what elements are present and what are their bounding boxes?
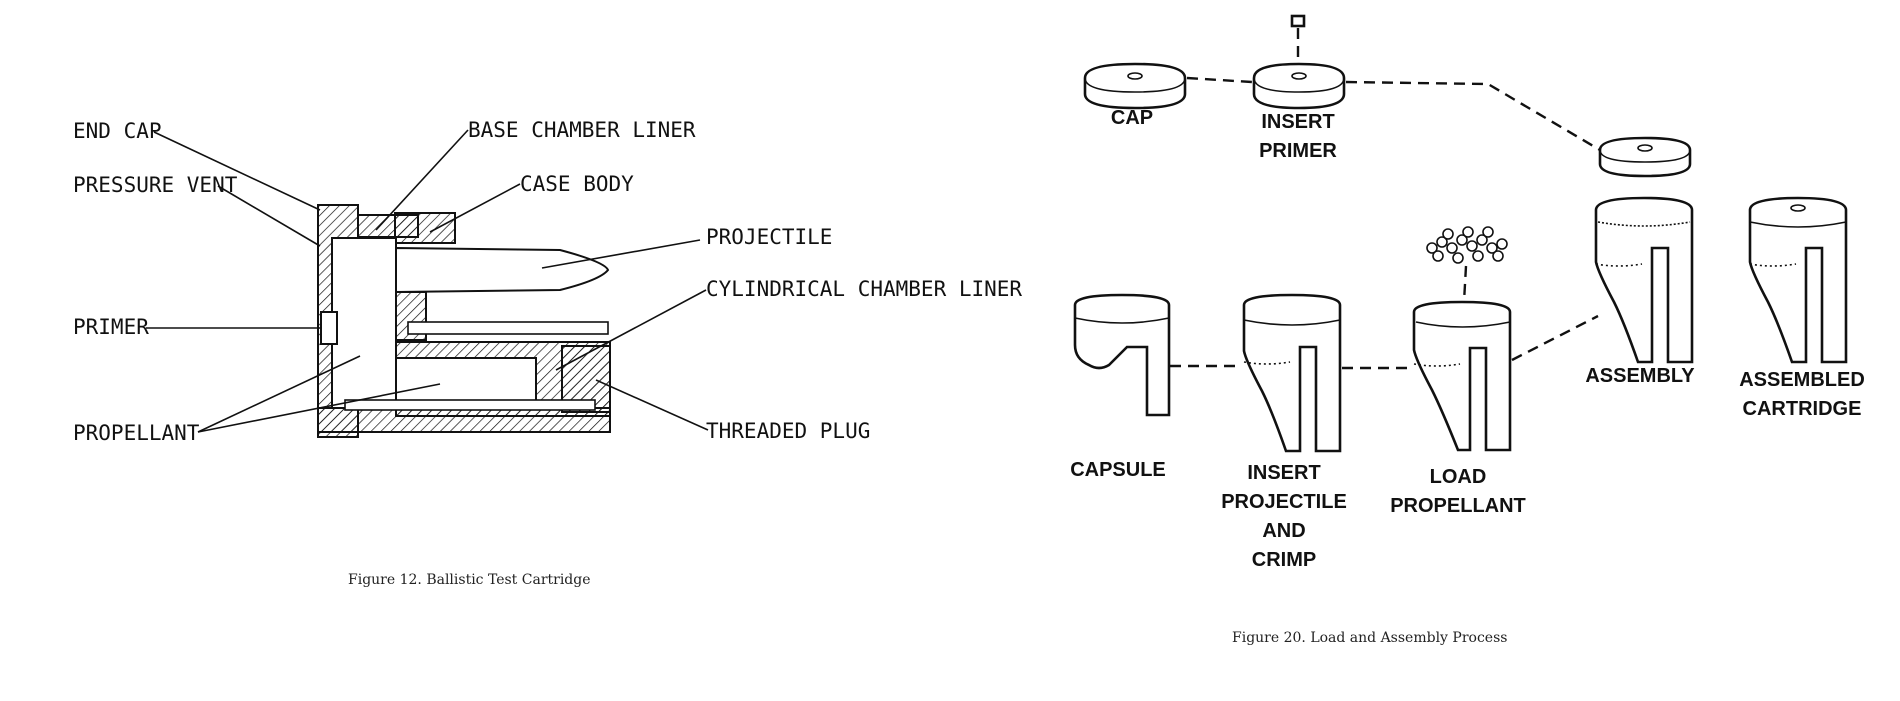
label-insert-projectile-1: INSERT bbox=[1247, 462, 1320, 484]
case-body-leader bbox=[429, 183, 521, 233]
label-end-cap: END CAP bbox=[73, 119, 162, 143]
label-propellant: PROPELLANT bbox=[73, 421, 200, 445]
label-load-propellant-1: LOAD bbox=[1430, 466, 1487, 488]
propellant-leader-2 bbox=[197, 383, 441, 433]
cap-to-primer-line bbox=[1186, 76, 1253, 84]
label-assembled-cartridge-2: CARTRIDGE bbox=[1743, 398, 1862, 420]
label-capsule: CAPSULE bbox=[1070, 459, 1166, 481]
label-cylindrical-chamber-liner: CYLINDRICAL CHAMBER LINER bbox=[706, 277, 1022, 301]
projectile-shape bbox=[395, 246, 610, 294]
inner-chamber bbox=[331, 237, 397, 409]
gap-slot bbox=[407, 321, 609, 335]
insert-projectile-part-shape bbox=[1242, 293, 1342, 453]
cylindrical-chamber-liner-leader bbox=[555, 289, 707, 371]
assembly-part-shape bbox=[1594, 196, 1694, 364]
projectile-leader bbox=[541, 239, 701, 269]
label-assembled-cartridge-1: ASSEMBLED bbox=[1739, 369, 1865, 391]
label-primer: PRIMER bbox=[73, 315, 149, 339]
cap-part-shape bbox=[1083, 62, 1187, 110]
load-propellant-part-shape bbox=[1412, 300, 1512, 452]
label-insert-projectile-3: AND bbox=[1262, 520, 1305, 542]
cylindrical-chamber-liner-inner bbox=[395, 357, 537, 403]
bottom-liner-strip bbox=[344, 399, 596, 411]
threaded-plug-leader bbox=[595, 379, 709, 431]
primer-part-shape bbox=[1290, 14, 1306, 28]
propellant-granules bbox=[1426, 226, 1508, 264]
figure-20-assembly-diagram: CAP INSERT PRIMER CAPSULE INSERT PROJECT… bbox=[1070, 14, 1865, 646]
label-pressure-vent: PRESSURE VENT bbox=[73, 173, 238, 197]
label-projectile: PROJECTILE bbox=[706, 225, 832, 249]
base-chamber-liner-leader bbox=[375, 129, 469, 231]
end-cap-leader bbox=[153, 131, 321, 211]
assembled-cartridge-part-shape bbox=[1748, 196, 1848, 364]
assembly-cap-part-shape bbox=[1598, 136, 1692, 178]
label-insert-primer-2: PRIMER bbox=[1259, 140, 1337, 162]
label-insert-projectile-4: CRIMP bbox=[1252, 549, 1316, 571]
figure-12-cartridge-diagram: END CAP PRESSURE VENT PRIMER PROPELLANT … bbox=[73, 118, 1022, 588]
propellant-to-assembly-line bbox=[1511, 314, 1599, 362]
label-base-chamber-liner: BASE CHAMBER LINER bbox=[468, 118, 696, 142]
case-body-shape bbox=[394, 212, 456, 244]
insert-primer-part-shape bbox=[1252, 62, 1346, 110]
label-threaded-plug: THREADED PLUG bbox=[706, 419, 870, 443]
label-cap: CAP bbox=[1111, 107, 1153, 129]
primer-shape bbox=[320, 311, 338, 345]
label-assembly: ASSEMBLY bbox=[1585, 365, 1695, 387]
label-insert-primer-1: INSERT bbox=[1261, 111, 1334, 133]
label-load-propellant-2: PROPELLANT bbox=[1390, 495, 1526, 517]
primer-to-assembly-line bbox=[1345, 80, 1601, 152]
granules-drop-line bbox=[1462, 265, 1468, 303]
capsule-part-shape bbox=[1073, 293, 1171, 417]
label-insert-projectile-2: PROJECTILE bbox=[1221, 491, 1347, 513]
figure-12-caption: Figure 12. Ballistic Test Cartridge bbox=[348, 572, 591, 588]
propellant-leader-1 bbox=[197, 355, 361, 433]
pressure-vent-leader bbox=[217, 185, 321, 247]
figure-20-caption: Figure 20. Load and Assembly Process bbox=[1232, 630, 1507, 646]
case-body-bottom-shape bbox=[317, 407, 611, 433]
label-case-body: CASE BODY bbox=[520, 172, 634, 196]
